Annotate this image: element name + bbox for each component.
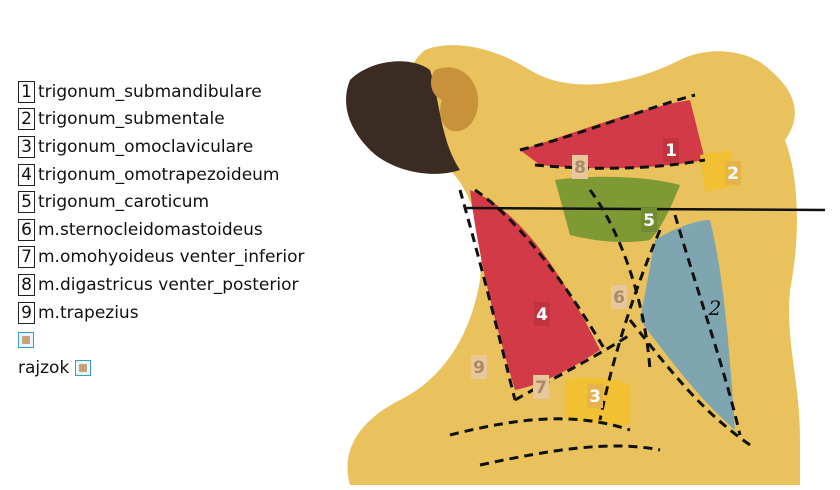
region-number-italic: 2 bbox=[708, 296, 722, 320]
legend-number: 4 bbox=[18, 163, 35, 186]
broken-image-icon[interactable] bbox=[74, 359, 91, 376]
region-label: 9 bbox=[473, 358, 485, 378]
ear bbox=[430, 67, 479, 132]
region-label: 6 bbox=[613, 288, 625, 308]
legend-number: 6 bbox=[18, 218, 35, 241]
legend-number: 2 bbox=[18, 108, 35, 131]
legend-number: 9 bbox=[18, 301, 35, 324]
broken-image-icon[interactable] bbox=[18, 332, 34, 349]
neck-diagram: 1 2 3 4 5 6 7 8 9 2 bbox=[346, 45, 826, 485]
label-box bbox=[641, 208, 657, 232]
region-label: 8 bbox=[574, 158, 586, 178]
label-box bbox=[611, 285, 627, 309]
label-box bbox=[663, 138, 679, 162]
region-blue bbox=[640, 220, 735, 430]
region-label: 2 bbox=[727, 164, 739, 184]
legend-number: 8 bbox=[18, 273, 35, 296]
legend-label: trigonum_omoclaviculare bbox=[38, 136, 254, 157]
label-box bbox=[725, 161, 741, 185]
legend-number: 1 bbox=[18, 80, 35, 103]
legend-label: m.omohyoideus venter_inferior bbox=[38, 247, 305, 268]
region-label: 1 bbox=[665, 141, 677, 161]
region-label: 4 bbox=[536, 305, 548, 325]
legend-label: m.digastricus venter_posterior bbox=[38, 274, 299, 295]
label-box bbox=[534, 302, 550, 326]
legend-label: trigonum_omotrapezoideum bbox=[38, 164, 280, 185]
region-label: 5 bbox=[643, 211, 655, 231]
legend-label: m.trapezius bbox=[38, 302, 139, 323]
label-box bbox=[572, 155, 588, 179]
legend-number: 3 bbox=[18, 135, 35, 158]
figure-labels: 1 2 3 4 5 6 7 8 9 2 bbox=[471, 138, 741, 408]
region-label: 7 bbox=[535, 378, 547, 398]
region-label: 3 bbox=[589, 387, 601, 407]
broken-image-row bbox=[18, 326, 338, 354]
footer-row: rajzok bbox=[18, 354, 338, 382]
footer-label: rajzok bbox=[18, 357, 70, 378]
dashed-borders bbox=[449, 93, 751, 467]
legend-number: 5 bbox=[18, 191, 35, 214]
legend-label: trigonum_caroticum bbox=[38, 192, 210, 213]
legend-label: m.sternocleidomastoideus bbox=[38, 219, 263, 240]
label-box bbox=[471, 355, 487, 379]
label-box bbox=[587, 384, 603, 408]
label-box bbox=[533, 375, 549, 399]
legend-label: trigonum_submentale bbox=[38, 109, 225, 130]
legend-number: 7 bbox=[18, 246, 35, 269]
region-red-upper bbox=[520, 100, 705, 169]
hair bbox=[346, 61, 460, 174]
legend-label: trigonum_submandibulare bbox=[38, 81, 262, 102]
region-red-lower bbox=[470, 190, 600, 390]
